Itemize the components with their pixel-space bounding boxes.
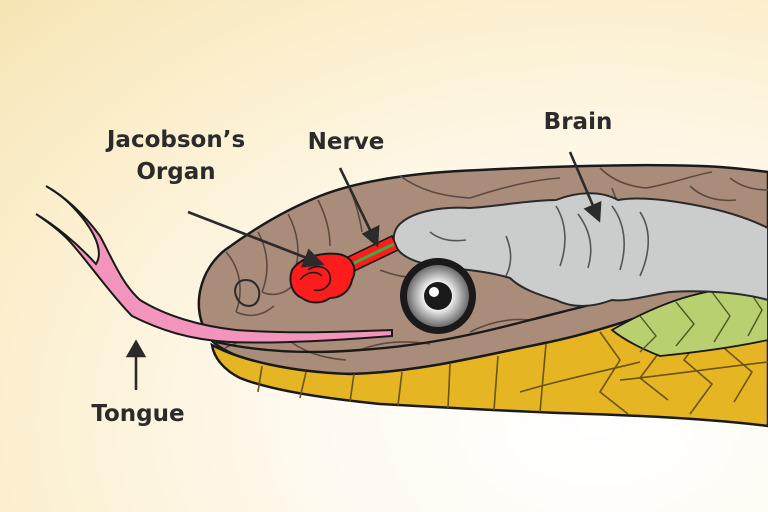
jacobsons-organ-label: Jacobson’s Organ bbox=[96, 124, 256, 188]
jacobsons-organ-label-line2: Organ bbox=[136, 159, 216, 185]
nerve-label: Nerve bbox=[307, 129, 385, 155]
brain-label: Brain bbox=[543, 109, 613, 135]
organ-detail bbox=[307, 265, 332, 292]
brain-folds bbox=[429, 205, 650, 277]
arrowhead-tongue bbox=[125, 339, 147, 358]
tongue bbox=[35, 185, 393, 344]
arrowhead-jacobsons-organ bbox=[300, 248, 325, 268]
arrowhead-nerve bbox=[361, 224, 380, 248]
nerve-fiber bbox=[351, 242, 395, 266]
nostril bbox=[234, 278, 261, 307]
label-arrows bbox=[125, 151, 602, 390]
arrow-jacobsons-organ bbox=[187, 210, 313, 262]
mouth-line bbox=[215, 296, 621, 354]
tongue-label: Tongue bbox=[91, 401, 185, 427]
jacobsons-organ-label-line1: Jacobson’s bbox=[106, 127, 246, 153]
arrowhead-brain bbox=[583, 200, 602, 223]
arrow-nerve bbox=[338, 167, 374, 235]
arrow-brain bbox=[568, 151, 596, 209]
organ-detail-2 bbox=[299, 271, 323, 281]
eye bbox=[400, 258, 476, 334]
